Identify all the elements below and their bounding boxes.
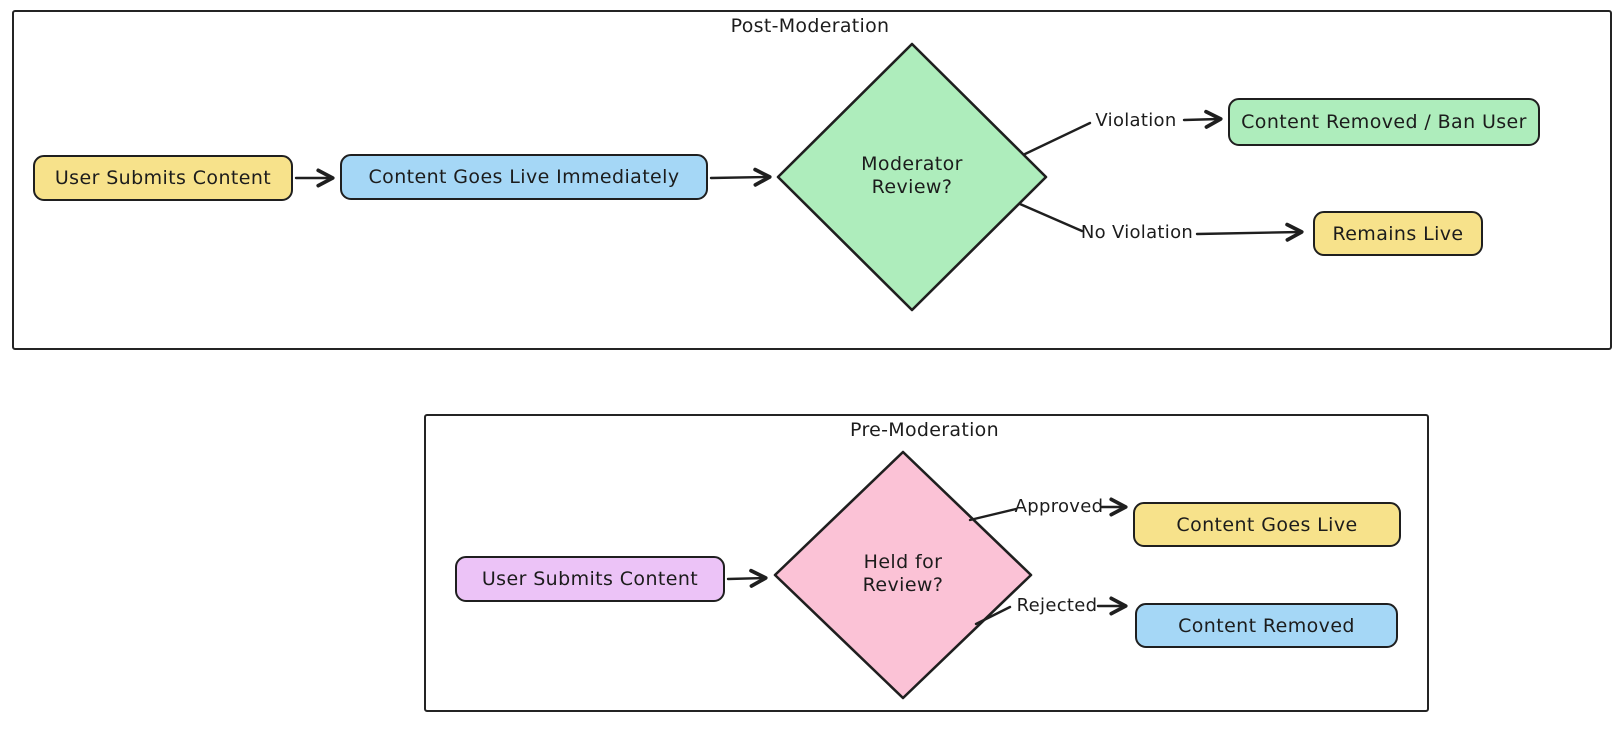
post-moderation-container [12,10,1612,350]
moderator-review-line1: Moderator [861,153,963,175]
edge-held-to-approved-label [968,507,1018,522]
edge-held-to-rejected-label [974,605,1012,626]
arrow-user-submits-to-held [726,568,768,588]
node-user-submits-content-top: User Submits Content [33,155,293,201]
node-content-removed: Content Removed [1135,603,1398,648]
arrow-no-violation-to-remains-live [1195,222,1304,242]
edge-review-to-no-violation-label [1018,202,1084,233]
edge-label-no-violation: No Violation [1080,222,1194,243]
moderator-review-diamond [776,42,1048,312]
arrow-violation-to-removed-ban [1182,109,1223,129]
arrow-goes-live-to-review [709,167,772,187]
node-content-goes-live: Content Goes Live [1133,502,1401,547]
node-content-goes-live-immediately: Content Goes Live Immediately [340,154,708,200]
edge-label-rejected: Rejected [1016,595,1098,616]
node-user-submits-content-bottom: User Submits Content [455,556,725,602]
edge-label-approved: Approved [1014,496,1104,517]
pre-moderation-container [424,414,1429,712]
edge-label-violation: Violation [1095,110,1177,131]
held-for-review-line2: Review? [862,574,944,596]
held-for-review-diamond [773,450,1033,700]
moderator-review-line2: Review? [871,176,953,198]
held-for-review-diamond-text: Held for Review? [823,551,983,597]
node-content-removed-ban-user: Content Removed / Ban User [1228,98,1540,146]
node-remains-live: Remains Live [1313,211,1483,256]
moderator-review-diamond-text: Moderator Review? [832,153,992,199]
edge-review-to-violation-label [1023,121,1092,156]
held-for-review-line1: Held for [863,551,943,573]
